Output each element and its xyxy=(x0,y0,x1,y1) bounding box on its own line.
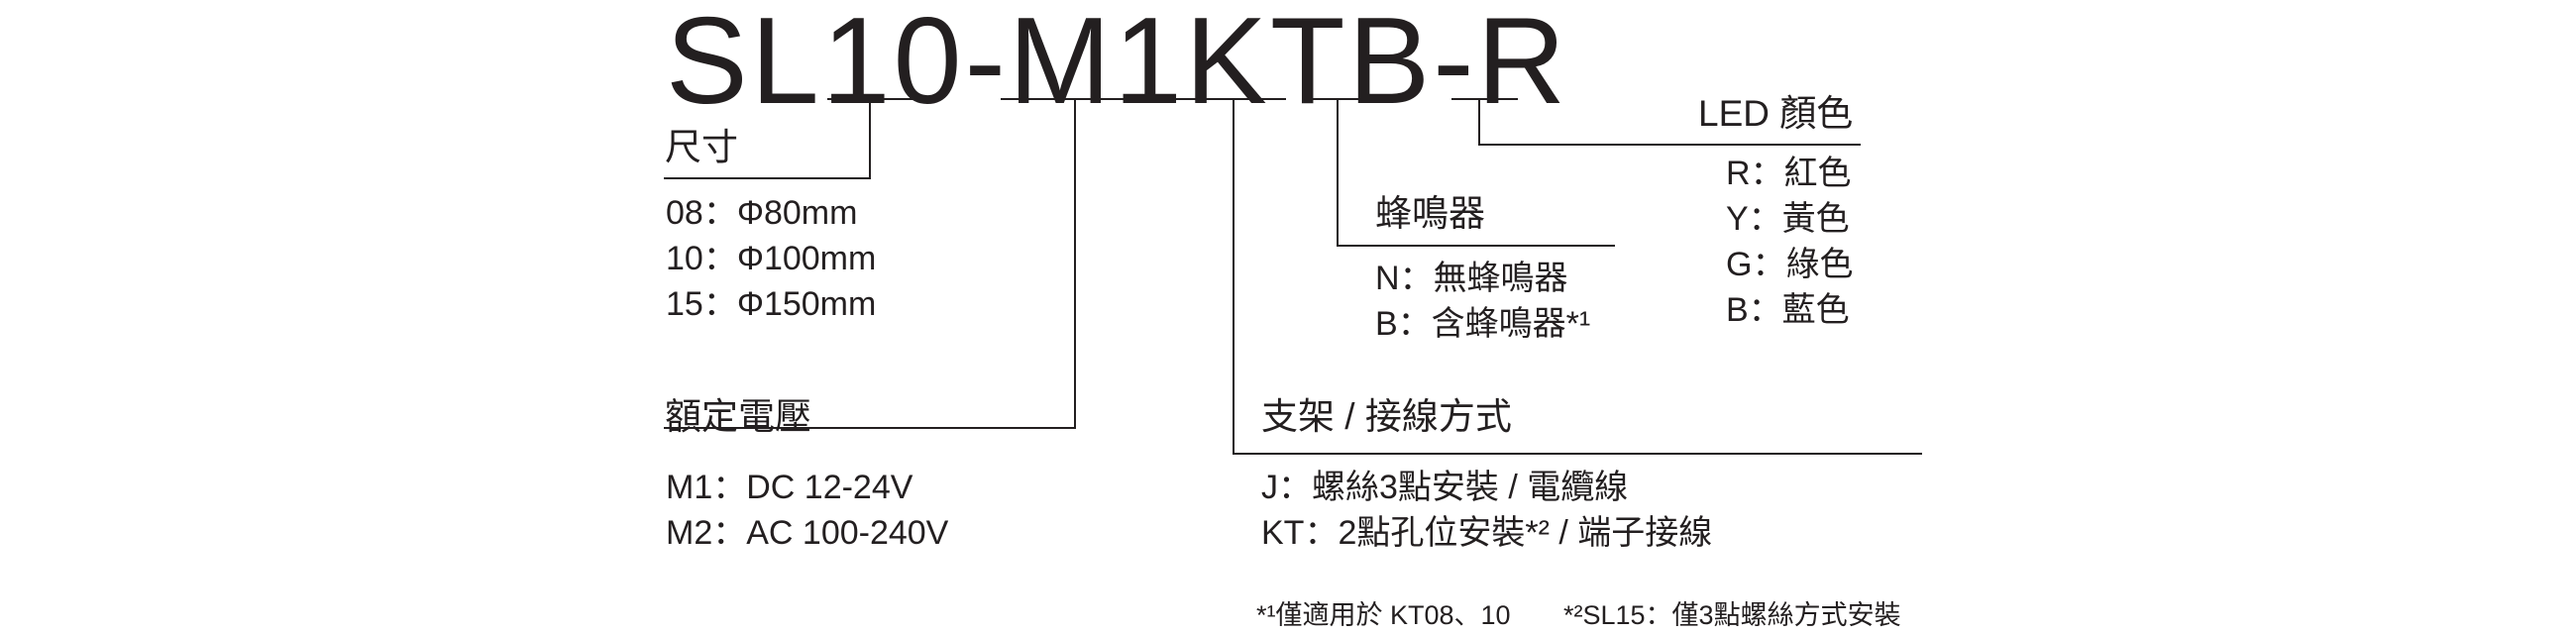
mount-item-kt: KT：2點孔位安裝*² / 端子接線 xyxy=(1261,514,1713,552)
size-item-10: 10：Φ100mm xyxy=(666,240,877,277)
led-title: LED 顏色 xyxy=(1698,93,1854,134)
mount-title: 支架 / 接線方式 xyxy=(1261,396,1512,437)
size-connector-drop xyxy=(664,99,871,179)
voltage-item-m2: M2：AC 100-240V xyxy=(666,514,949,552)
mount-item-j: J：螺絲3點安裝 / 電纜線 xyxy=(1261,469,1629,506)
led-item-g: G：綠色 xyxy=(1726,246,1854,283)
size-item-08: 08：Φ80mm xyxy=(666,194,858,232)
mount-connector-drop xyxy=(1233,99,1922,455)
footnote-1: *¹僅適用於 KT08、10 xyxy=(1256,600,1511,630)
size-title: 尺寸 xyxy=(665,127,738,167)
voltage-item-m1: M1：DC 12-24V xyxy=(666,469,913,506)
footnote-2: *²SL15：僅3點螺絲方式安裝 xyxy=(1563,600,1901,630)
buzzer-item-n: N：無蜂鳴器 xyxy=(1375,260,1568,297)
voltage-connector-drop xyxy=(664,99,1076,429)
buzzer-connector-drop xyxy=(1337,99,1615,247)
led-item-r: R：紅色 xyxy=(1726,155,1852,192)
voltage-title: 額定電壓 xyxy=(665,396,811,437)
led-connector-drop xyxy=(1478,99,1861,146)
led-item-y: Y：黃色 xyxy=(1726,200,1850,238)
model-code: SL10-M1KTB-R xyxy=(666,0,1569,130)
size-item-15: 15：Φ150mm xyxy=(666,285,877,323)
led-item-b: B：藍色 xyxy=(1726,291,1850,329)
buzzer-item-b: B：含蜂鳴器*¹ xyxy=(1375,305,1591,343)
buzzer-title: 蜂鳴器 xyxy=(1375,193,1485,234)
